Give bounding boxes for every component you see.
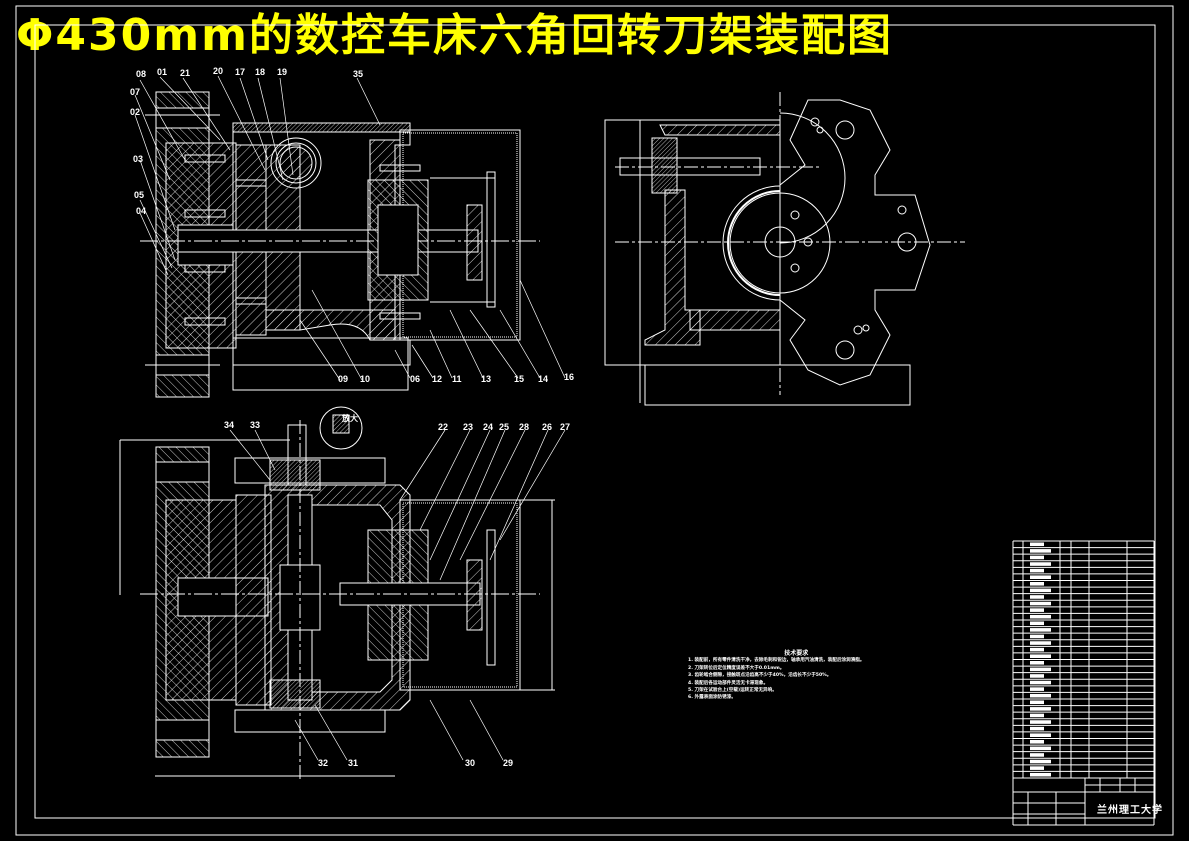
table-cell-text	[1030, 654, 1051, 658]
callout-label: 27	[560, 422, 570, 432]
callout-label: 20	[213, 66, 223, 76]
callout-label: 30	[465, 758, 475, 768]
table-cell-text	[1030, 759, 1051, 764]
callout-label: 34	[224, 420, 234, 430]
bottom-view-leaders	[229, 429, 566, 761]
note-item: 5. 刀架在试验台上(空载)运转正常无异响。	[688, 688, 777, 694]
table-cell-text	[1030, 720, 1051, 724]
table-cell-text	[1030, 601, 1051, 606]
table-cell-text	[1030, 621, 1044, 626]
table-cell-text	[1030, 555, 1044, 560]
callout-label: 13	[481, 374, 491, 384]
note-item: 1. 装配前，所有零件清洗干净，去除毛刺和锐边，轴承用汽油清洗，装配后涂润滑脂。	[688, 658, 865, 664]
table-cell-text	[1030, 667, 1051, 672]
callout-label: 29	[503, 758, 513, 768]
technical-requirements: 技术要求 1. 装配前，所有零件清洗干净，去除毛刺和锐边，轴承用汽油清洗，装配后…	[688, 650, 865, 702]
callout-label: 16	[564, 372, 574, 382]
callout-label: 22	[438, 422, 448, 432]
table-cell-text	[1030, 588, 1051, 593]
callout-label: 07	[130, 87, 140, 97]
callout-label: 15	[514, 374, 524, 384]
bottom-view-callouts: 34 33 22 23 24 25 28 26 27 32 31 30 29	[224, 420, 570, 768]
table-cell-text	[1030, 700, 1044, 705]
parts-list-table	[1012, 540, 1155, 826]
callout-label: 26	[542, 422, 552, 432]
callout-label: 21	[180, 68, 190, 78]
callout-label: 33	[250, 420, 260, 430]
table-cell-text	[1030, 680, 1051, 685]
table-cell-text	[1030, 772, 1051, 777]
inner-frame	[34, 24, 1156, 819]
callout-label: 24	[483, 422, 493, 432]
notes-heading: 技术要求	[784, 650, 809, 657]
callout-label: 17	[235, 67, 245, 77]
table-cell-text	[1030, 628, 1051, 632]
table-cell-text	[1030, 661, 1044, 665]
table-cell-text	[1030, 726, 1044, 731]
table-cell-text	[1030, 753, 1044, 757]
callout-label: 12	[432, 374, 442, 384]
callout-label: 09	[338, 374, 348, 384]
magnify-label: 放大	[342, 414, 358, 423]
callout-label: 06	[410, 374, 420, 384]
table-cell-text	[1030, 740, 1044, 744]
callout-label: 23	[463, 422, 473, 432]
callout-label: 10	[360, 374, 370, 384]
table-cell-text	[1030, 766, 1044, 770]
table-cell-text	[1030, 707, 1051, 711]
note-item: 6. 外露表面涂防锈漆。	[688, 695, 736, 701]
table-cell-text	[1030, 582, 1044, 586]
callout-label: 35	[353, 69, 363, 79]
side-view	[604, 92, 965, 406]
table-cell-text	[1030, 693, 1051, 698]
table-cell-text	[1030, 575, 1051, 579]
table-cell-text	[1030, 595, 1044, 599]
table-cell-text	[1030, 647, 1044, 652]
callout-label: 31	[348, 758, 358, 768]
callout-label: 04	[136, 206, 146, 216]
table-cell-text	[1030, 614, 1051, 619]
table-cell-text	[1030, 634, 1044, 639]
callout-label: 01	[157, 67, 167, 77]
callout-label: 14	[538, 374, 548, 384]
callout-label: 02	[130, 107, 140, 117]
table-cell-text	[1030, 746, 1051, 751]
table-cell-text	[1030, 687, 1044, 691]
note-item: 3. 齿轮啮合侧隙，接触斑点沿齿高不少于40%，沿齿长不少于50%。	[688, 673, 832, 679]
callout-label: 32	[318, 758, 328, 768]
callout-label: 19	[277, 67, 287, 77]
drawing-title: Φ430mm的数控车床六角回转刀架装配图	[16, 10, 893, 61]
table-cell-text	[1030, 733, 1051, 737]
main-view-callouts: 08 01 21 20 17 18 19 35 07 02 03 05 04 0…	[130, 66, 574, 384]
table-cell-text	[1030, 549, 1051, 553]
callout-label: 05	[134, 190, 144, 200]
outer-border	[15, 5, 1174, 836]
table-cell-text	[1030, 562, 1051, 566]
callout-label: 08	[136, 69, 146, 79]
callout-label: 11	[452, 374, 462, 384]
table-cell-text	[1030, 542, 1044, 547]
bottom-section-view	[119, 406, 555, 780]
table-cell-text	[1030, 608, 1044, 612]
callout-label: 25	[499, 422, 509, 432]
table-cell-text	[1030, 568, 1044, 573]
table-cell-text	[1030, 674, 1044, 678]
table-cell-text	[1030, 713, 1044, 718]
main-section-view	[140, 91, 540, 398]
school-name: 兰州理工大学	[1097, 805, 1163, 816]
callout-label: 18	[255, 67, 265, 77]
note-item: 4. 装配后各运动部件灵活无卡滞现象。	[688, 680, 769, 686]
main-view-leaders	[134, 75, 566, 381]
note-item: 2. 刀架转位后定位精度误差不大于0.01mm。	[688, 665, 785, 671]
callout-label: 28	[519, 422, 529, 432]
table-cell-text	[1030, 641, 1051, 645]
callout-label: 03	[133, 154, 143, 164]
